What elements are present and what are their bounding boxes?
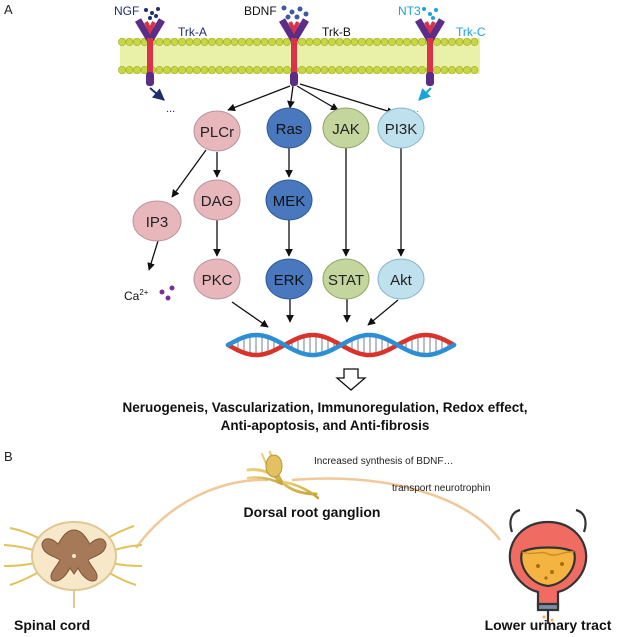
dag-label: DAG [201, 193, 234, 210]
receptor-trk-b [278, 18, 310, 86]
panel-a-label: A [4, 2, 13, 17]
spinal-cord-icon [3, 521, 143, 608]
cascade-arrows [147, 148, 405, 328]
outcome-line-1: Neruogeneis, Vascularization, Immunoregu… [122, 400, 527, 415]
nt3-ligand-dots [422, 7, 438, 20]
trk-c-arrow [418, 87, 432, 101]
plcr-label: PLCr [200, 124, 234, 141]
calcium-dots [159, 285, 175, 301]
node-akt: Akt [377, 258, 425, 300]
cell-membrane [118, 38, 480, 74]
node-erk: ERK [265, 258, 313, 300]
drg-label: Dorsal root ganglion [244, 504, 381, 520]
akt-label: Akt [390, 272, 413, 289]
node-ip3: IP3 [132, 200, 182, 242]
node-stat: STAT [322, 258, 370, 300]
outcome-arrow [335, 368, 367, 391]
calcium-label: Ca2+ [124, 288, 149, 303]
node-plcr: PLCr [193, 110, 241, 152]
arc-drg-to-bladder [291, 477, 502, 541]
bdnf-ligand-dots [281, 5, 309, 20]
synthesis-note: Increased synthesis of BDNF… [314, 456, 454, 467]
node-ras: Ras [266, 107, 312, 149]
trk-a-arrow [149, 87, 165, 101]
spinal-cord-label: Spinal cord [14, 617, 90, 633]
trk-c-label: Trk-C [456, 25, 486, 39]
pkc-label: PKC [202, 272, 233, 289]
ras-label: Ras [276, 121, 303, 138]
trk-a-ellipsis: ... [166, 103, 175, 115]
dorsal-root-ganglion-icon [246, 450, 320, 500]
pi3k-label: PI3K [385, 121, 418, 138]
trk-b-label: Trk-B [322, 25, 351, 39]
panel-b-label: B [4, 449, 13, 464]
node-mek: MEK [265, 179, 313, 221]
transport-note: transport neurotrophin [392, 483, 490, 494]
receptor-trk-c [414, 18, 446, 86]
trk-b-arrows [227, 83, 395, 115]
mek-label: MEK [273, 193, 306, 210]
bladder-icon [508, 508, 588, 624]
node-dag: DAG [193, 179, 241, 221]
dna-helix-icon [225, 332, 457, 358]
outcome-line-2: Anti-apoptosis, and Anti-fibrosis [221, 418, 430, 433]
lower-urinary-tract-label: Lower urinary tract [485, 617, 612, 633]
node-pi3k: PI3K [377, 107, 425, 149]
erk-label: ERK [274, 272, 305, 289]
ngf-ligand-dots [144, 7, 160, 20]
ngf-label: NGF [114, 4, 139, 18]
arc-spinal-to-drg [134, 478, 269, 549]
node-jak: JAK [322, 107, 370, 149]
receptor-trk-a [134, 18, 166, 86]
trk-c-ellipsis: ... [410, 103, 419, 115]
ip3-label: IP3 [146, 214, 169, 231]
nt3-label: NT3 [398, 4, 421, 18]
jak-label: JAK [332, 121, 360, 138]
stat-label: STAT [328, 272, 364, 289]
trk-a-label: Trk-A [178, 25, 207, 39]
bdnf-label: BDNF [244, 4, 277, 18]
node-pkc: PKC [193, 258, 241, 300]
